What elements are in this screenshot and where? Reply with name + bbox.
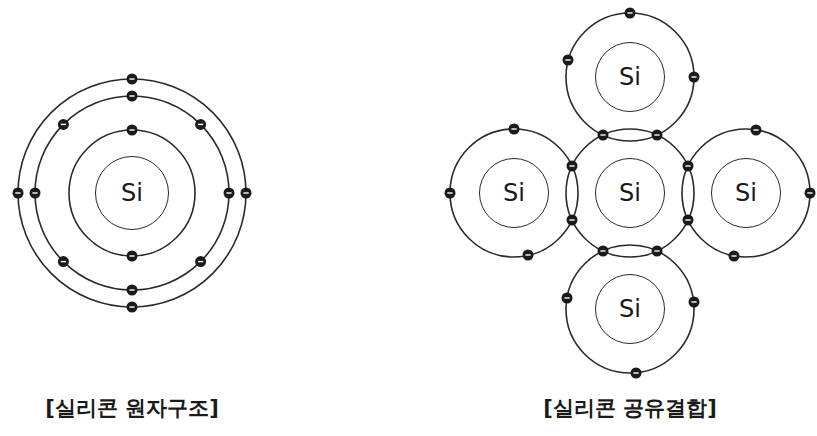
nucleus-circle: Si (595, 274, 665, 344)
electron (751, 125, 762, 136)
electron (523, 250, 534, 261)
nucleus-circle: Si (595, 42, 665, 112)
electron (127, 251, 138, 262)
electron-shell (450, 129, 578, 257)
electron (563, 55, 574, 66)
electron-shell (566, 245, 694, 373)
electron (729, 251, 740, 262)
electron (127, 302, 138, 313)
electron (683, 161, 694, 172)
nucleus-circle: Si (95, 156, 169, 230)
figure-caption: [실리콘 공유결합] (543, 394, 717, 422)
nucleus-circle: Si (479, 158, 549, 228)
element-symbol: Si (619, 297, 641, 321)
electron (195, 256, 206, 267)
electron (58, 119, 69, 130)
element-symbol: Si (121, 181, 143, 205)
electron (13, 188, 24, 199)
electron (509, 124, 520, 135)
element-symbol: Si (503, 181, 525, 205)
electron (683, 215, 694, 226)
electron (598, 246, 609, 257)
electron (127, 74, 138, 85)
electron (445, 188, 456, 199)
electron (652, 130, 663, 141)
element-symbol: Si (619, 65, 641, 89)
electron (567, 161, 578, 172)
electron (224, 188, 235, 199)
electron (598, 130, 609, 141)
electron (127, 285, 138, 296)
electron-shell (566, 129, 694, 257)
electron-shell (682, 129, 810, 257)
electron (625, 8, 636, 19)
electron-shell (566, 13, 694, 141)
electron-shell (18, 79, 246, 307)
figure-caption: [실리콘 원자구조] (45, 394, 219, 422)
electron-shell (69, 130, 195, 256)
electron (567, 215, 578, 226)
electron (562, 293, 573, 304)
electron (805, 188, 816, 199)
electron (241, 188, 252, 199)
electron (30, 188, 41, 199)
nucleus-circle: Si (595, 158, 665, 228)
element-symbol: Si (735, 181, 757, 205)
electron (652, 246, 663, 257)
electron (689, 297, 700, 308)
electron (127, 125, 138, 136)
electron (58, 256, 69, 267)
element-symbol: Si (619, 181, 641, 205)
nucleus-circle: Si (711, 158, 781, 228)
electron (689, 72, 700, 83)
electron-shell (35, 96, 229, 290)
electron (195, 119, 206, 130)
electron (631, 368, 642, 379)
electron (127, 91, 138, 102)
